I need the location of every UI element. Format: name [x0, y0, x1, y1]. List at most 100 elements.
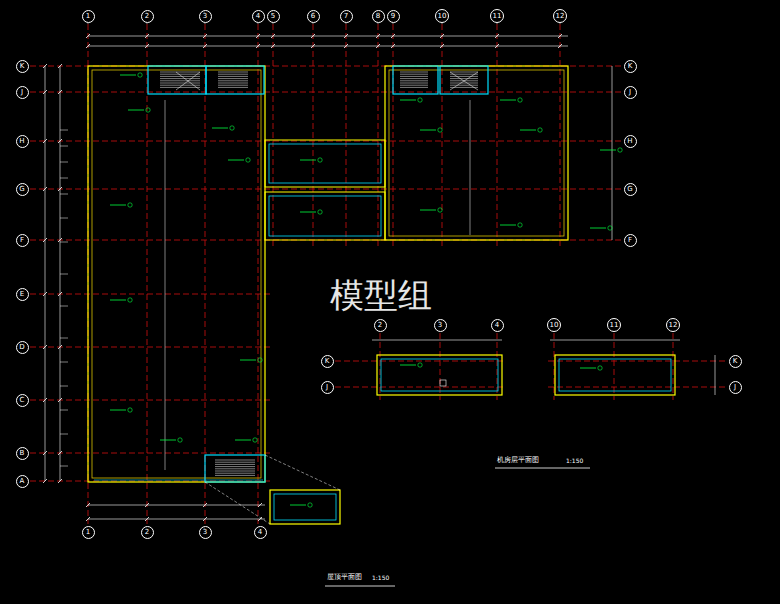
axis-label: J	[629, 89, 631, 96]
dimension-line	[372, 340, 502, 341]
dimension-tick	[391, 44, 395, 48]
axis-label: K	[733, 358, 738, 365]
slope-line	[165, 100, 166, 470]
parapet-wall	[385, 66, 568, 240]
dimension-tick	[60, 178, 68, 179]
annotation-mark	[212, 128, 228, 129]
detail-leader	[205, 482, 270, 524]
dimension-line	[88, 36, 568, 37]
stair-tread	[400, 72, 428, 73]
annotation-mark	[520, 130, 536, 131]
axis-label: K	[325, 358, 330, 365]
axis-label: A	[20, 478, 25, 485]
axis-bubble: C	[16, 394, 29, 407]
stair-tread	[400, 76, 428, 77]
stair-tread	[450, 72, 478, 73]
dimension-tick	[203, 34, 207, 38]
stair-tread	[218, 80, 248, 81]
annotation-mark	[300, 212, 316, 213]
axis-label: C	[20, 397, 25, 404]
bubble-leader	[88, 23, 89, 24]
dimension-tick	[495, 34, 499, 38]
parapet-wall	[389, 70, 564, 236]
axis-label: 12	[669, 322, 678, 329]
bubble-leader	[497, 23, 498, 24]
stair-tread	[215, 475, 255, 476]
dimension-tick	[58, 398, 62, 402]
axis-bubble: K	[321, 355, 334, 368]
roof-hatch	[440, 380, 446, 386]
axis-label: 1	[86, 13, 90, 20]
corridor-roof	[265, 140, 385, 187]
dimension-tick	[440, 44, 444, 48]
stair-tread	[218, 74, 248, 75]
drain-symbol	[598, 366, 602, 370]
grid-line	[673, 333, 674, 400]
axis-bubble: G	[16, 183, 29, 196]
stair-tread	[450, 78, 478, 79]
grid-line	[335, 387, 505, 388]
annotation-mark	[590, 228, 606, 229]
annotation-mark	[500, 100, 516, 101]
elevator-cross	[450, 72, 478, 90]
axis-bubble: 2	[374, 319, 387, 332]
annotation-mark	[228, 160, 244, 161]
grid-line	[30, 400, 270, 401]
dimension-tick	[43, 398, 47, 402]
axis-label: 1	[86, 529, 90, 536]
stair-tread	[215, 466, 255, 467]
bubble-leader	[147, 23, 148, 24]
dimension-tick	[60, 242, 68, 243]
dimension-tick	[60, 146, 68, 147]
dimension-tick	[43, 479, 47, 483]
bubble-leader	[378, 23, 379, 24]
dimension-tick	[43, 451, 47, 455]
axis-bubble: 4	[254, 526, 267, 539]
drain-symbol	[138, 73, 142, 77]
drain-symbol	[128, 203, 132, 207]
dimension-tick	[43, 187, 47, 191]
parapet-wall	[559, 359, 671, 391]
axis-label: J	[21, 89, 23, 96]
axis-bubble: H	[16, 135, 29, 148]
dimension-tick	[58, 90, 62, 94]
dimension-tick	[86, 517, 90, 521]
grid-line	[548, 387, 727, 388]
stair-tread	[400, 78, 428, 79]
parapet-wall	[92, 70, 261, 478]
bubble-leader	[258, 23, 259, 24]
annotation-mark	[240, 360, 256, 361]
bubble-leader	[205, 23, 206, 24]
stair-tread	[215, 473, 255, 474]
drain-symbol	[246, 158, 250, 162]
dimension-tick	[58, 238, 62, 242]
dimension-tick	[344, 44, 348, 48]
axis-label: 12	[556, 13, 565, 20]
drain-symbol	[253, 438, 257, 442]
bubble-leader	[313, 23, 314, 24]
stair-tread	[400, 85, 428, 86]
stair-tread	[450, 76, 478, 77]
drain-symbol	[518, 223, 522, 227]
axis-label: J	[734, 384, 736, 391]
dimension-tick	[58, 479, 62, 483]
dimension-tick	[256, 34, 260, 38]
dimension-tick	[60, 218, 68, 219]
axis-bubble: 11	[490, 9, 504, 23]
annotation-mark	[235, 440, 251, 441]
axis-bubble: 4	[491, 319, 504, 332]
axis-label: 4	[495, 322, 499, 329]
drain-symbol	[128, 298, 132, 302]
drain-symbol	[538, 128, 542, 132]
dimension-tick	[86, 44, 90, 48]
stair-tread	[215, 464, 255, 465]
detail-leader	[265, 455, 340, 490]
stair-tread	[218, 78, 248, 79]
dimension-line	[612, 66, 613, 240]
axis-bubble: 2	[141, 10, 154, 23]
annotation-mark	[128, 110, 144, 111]
grid-line	[442, 24, 443, 246]
grid-line	[30, 92, 622, 93]
axis-bubble: 9	[387, 10, 400, 23]
dimension-tick	[203, 503, 207, 507]
